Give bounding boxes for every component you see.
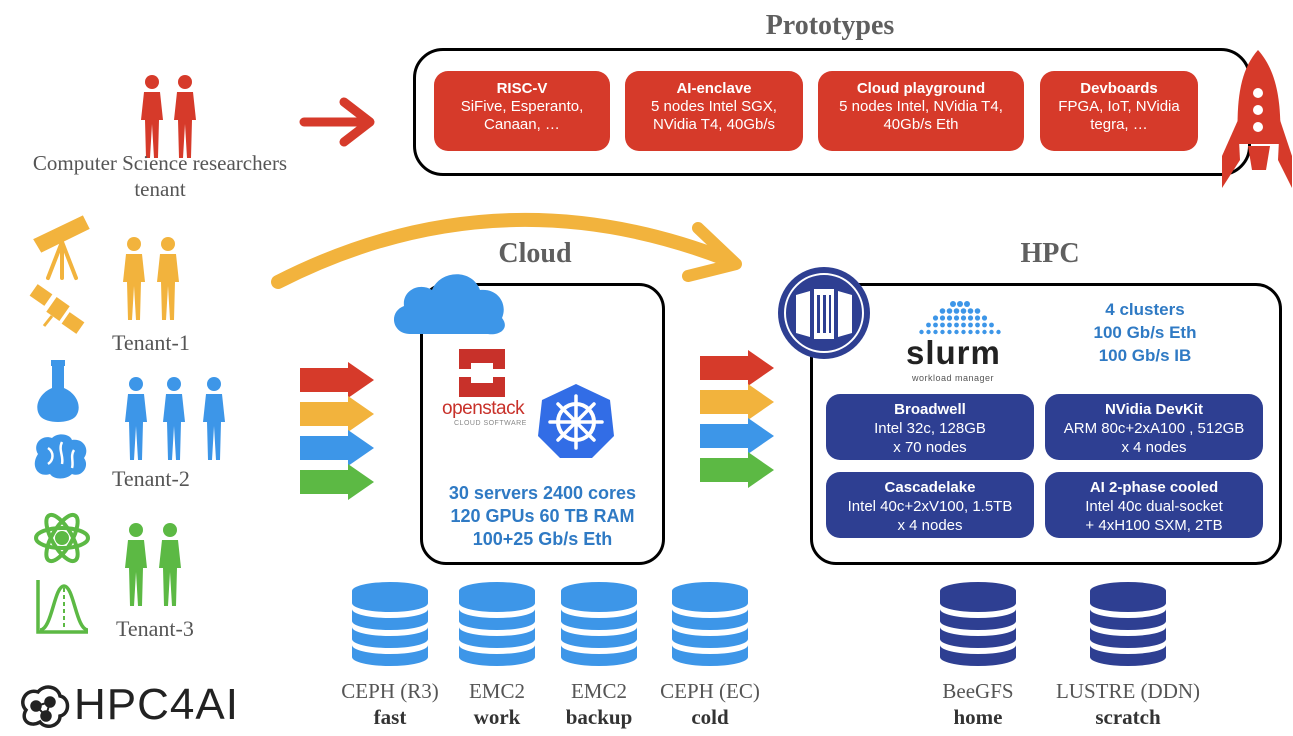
tenant-arrows-icon [300, 362, 374, 500]
hpc4ai-logo-icon [21, 685, 70, 728]
researchers-label: Computer Science researchers tenant [32, 151, 288, 201]
cloud-frame [420, 283, 665, 565]
cluster-card-ai-2-phase-cooled[interactable]: AI 2-phase cooled Intel 40c dual-socket … [1045, 472, 1263, 538]
cloud-title: Cloud [498, 238, 572, 269]
hpc-title: HPC [1020, 238, 1080, 269]
kubernetes-logo-icon [538, 384, 614, 458]
storage-label-lustre: LUSTRE (DDN)scratch [1055, 679, 1201, 729]
prototype-card-risc-v[interactable]: RISC-V SiFive, Esperanto, Canaan, … [434, 71, 610, 151]
prototype-card-ai-enclave[interactable]: AI-enclave 5 nodes Intel SGX, NVidia T4,… [625, 71, 803, 151]
storage-label-ceph-r3: CEPH (R3)fast [341, 679, 439, 729]
researchers-people-icon [141, 75, 196, 158]
openstack-wordmark: openstack [442, 398, 525, 419]
tenant-3-people-icon [125, 523, 181, 606]
cloud-stat-network: 100+25 Gb/s Eth [472, 529, 613, 549]
cluster-card-broadwell[interactable]: Broadwell Intel 32c, 128GB x 70 nodes [826, 394, 1034, 460]
brain-icon [34, 434, 87, 479]
prototypes-title: Prototypes [765, 10, 895, 41]
curved-arrow-icon [271, 212, 742, 289]
cloud-stats: 30 servers 2400 cores 120 GPUs 60 TB RAM… [425, 482, 660, 551]
storage-emc2-backup-icon [561, 582, 637, 666]
openstack-subtitle: CLOUD SOFTWARE [454, 420, 527, 427]
hpc-frame [810, 283, 1282, 565]
slurm-dots-icon [919, 301, 1001, 335]
tenant-1-label: Tenant-1 [112, 330, 190, 355]
storage-beegfs-icon [940, 582, 1016, 666]
slurm-wordmark: slurm [906, 334, 1001, 371]
cluster-card-cascadelake[interactable]: Cascadelake Intel 40c+2xV100, 1.5TB x 4 … [826, 472, 1034, 538]
hpc4ai-wordmark: HPC4AI [74, 680, 239, 729]
tenant-2-people-icon [125, 377, 225, 460]
atom-icon [34, 512, 90, 564]
arrow-right-red-icon [299, 97, 375, 147]
prototype-card-cloud-playground[interactable]: Cloud playground 5 nodes Intel, NVidia T… [818, 71, 1024, 151]
satellite-icon [29, 284, 85, 334]
slurm-subtitle: workload manager [912, 373, 995, 383]
cloud-to-hpc-arrows-icon [700, 350, 774, 488]
storage-emc2-work-icon [459, 582, 535, 666]
bell-curve-icon [36, 580, 89, 634]
cloud-stat-servers: 30 servers 2400 cores [448, 483, 637, 503]
hpc-stats: 4 clusters 100 Gb/s Eth 100 Gb/s IB [1070, 298, 1220, 367]
rocket-icon [1222, 50, 1292, 188]
tenant-3-label: Tenant-3 [116, 616, 194, 641]
prototype-card-devboards[interactable]: Devboards FPGA, IoT, NVidia tegra, … [1040, 71, 1198, 151]
storage-lustre-icon [1090, 582, 1166, 666]
cluster-card-nvidia-devkit[interactable]: NVidia DevKit ARM 80c+2xA100 , 512GB x 4… [1045, 394, 1263, 460]
tenant-1-people-icon [123, 237, 179, 320]
cloud-icon [393, 274, 505, 335]
hpc-stat-clusters: 4 clusters [1105, 300, 1185, 319]
flask-icon [37, 360, 79, 422]
openstack-logo-icon [459, 349, 505, 397]
hpc-stat-eth: 100 Gb/s Eth [1093, 323, 1197, 342]
storage-label-ceph-ec: CEPH (EC)cold [660, 679, 760, 729]
datacenter-badge-icon [778, 267, 870, 359]
storage-ceph-r3-icon [352, 582, 428, 666]
tenant-2-label: Tenant-2 [112, 466, 190, 491]
storage-ceph-ec-icon [672, 582, 748, 666]
telescope-icon [33, 215, 90, 280]
cloud-stat-gpus: 120 GPUs 60 TB RAM [450, 506, 635, 526]
hpc-stat-ib: 100 Gb/s IB [1098, 346, 1192, 365]
